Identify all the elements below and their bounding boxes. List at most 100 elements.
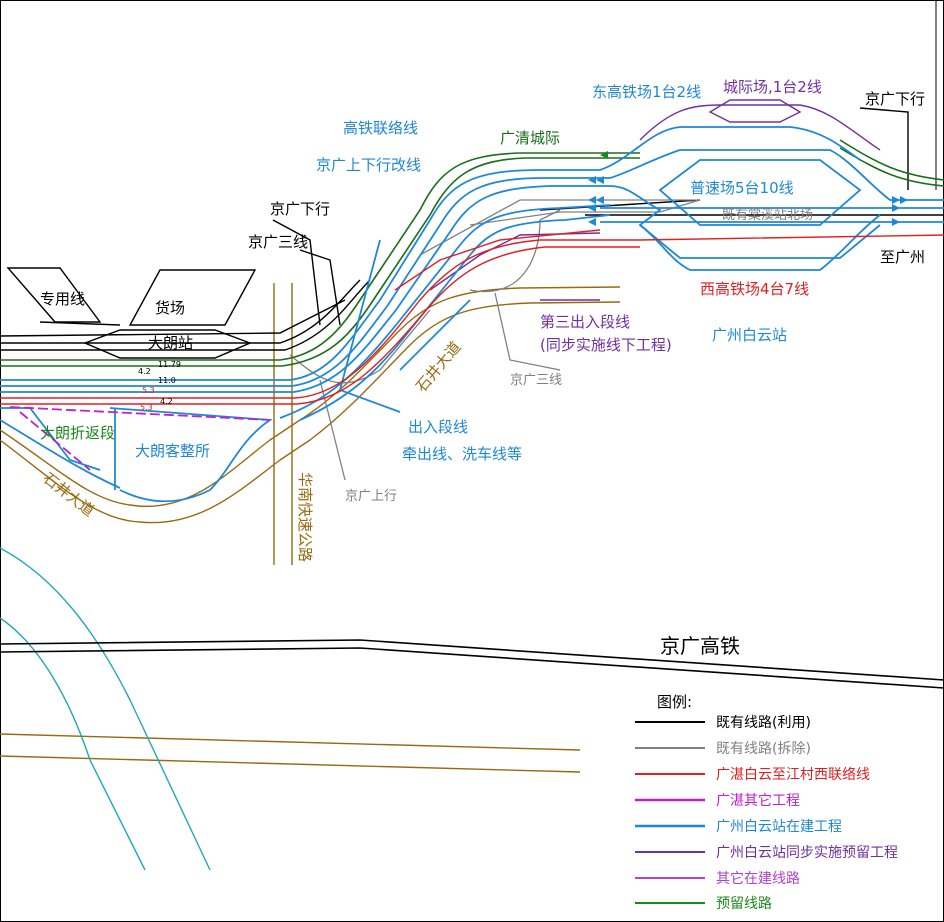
existing-line-1 xyxy=(0,279,361,344)
num-11-79: 11.79 xyxy=(158,360,181,369)
label-chengji: 城际场,1台2线 xyxy=(723,78,822,96)
num-4-2b: 4.2 xyxy=(160,397,173,406)
label-disan-churu: 第三出入段线 xyxy=(540,313,630,331)
arrow-marker xyxy=(588,218,596,226)
cyan-line-2 xyxy=(0,617,146,871)
num-5-3b: 5.3 xyxy=(140,403,153,412)
freight-link xyxy=(39,321,121,326)
label-dalang-zhefan: 大朗折返段 xyxy=(40,424,115,442)
existing-line-2 xyxy=(0,279,371,351)
removed-line-3 xyxy=(289,309,431,384)
label-jinggao-tie: 京广高铁 xyxy=(660,634,740,658)
huochang-polygon xyxy=(128,269,257,326)
label-donggaotie: 东高铁场1台2线 xyxy=(592,83,701,101)
label-jingguang-gaixian: 京广上下行改线 xyxy=(316,156,421,174)
label-churu-duan: 出入段线 xyxy=(408,418,468,436)
existing-line-3 xyxy=(0,299,346,337)
leader-xiaxing-w xyxy=(272,219,321,326)
label-huanan: 华南快速公路 xyxy=(296,472,314,562)
jinggaotie-line-1 xyxy=(0,639,944,681)
zhuanyong-polygon xyxy=(6,267,102,323)
magenta-dash-2 xyxy=(19,411,91,471)
lower-road-1 xyxy=(0,733,581,751)
blue-pusu-upper xyxy=(609,149,944,201)
label-shijing-ne: 石井大道 xyxy=(412,338,464,396)
arrow-marker xyxy=(892,196,900,204)
leader-xiaxing-ne xyxy=(859,107,909,190)
blue-pusu-field xyxy=(658,159,862,226)
label-zhi-guangzhou: 至广州 xyxy=(880,248,925,266)
legend-item-magenta: 广湛其它工程 xyxy=(716,792,800,809)
removed-line-1 xyxy=(419,199,700,256)
label-huochang: 货场 xyxy=(155,299,185,317)
legend-swatches xyxy=(635,721,705,904)
magenta-dash-1 xyxy=(9,406,271,421)
label-guangqing: 广清城际 xyxy=(500,129,560,147)
red-line-3 xyxy=(394,229,601,291)
label-qianchu: 牵出线、洗车线等 xyxy=(402,445,522,463)
green-ne-1 xyxy=(839,139,944,181)
arrow-marker xyxy=(588,196,596,204)
label-tangxi-north: 既有棠溪站北场 xyxy=(722,208,813,223)
existing-lines xyxy=(0,107,944,351)
num-11-0: 11.0 xyxy=(158,376,176,385)
blue-line-1 xyxy=(0,126,861,381)
blue-xigaotie xyxy=(639,224,881,259)
legend-item-purple: 广州白云站同步实施预留工程 xyxy=(716,845,898,861)
leader-sanxian-2 xyxy=(494,292,561,371)
blue-short xyxy=(399,299,471,371)
removed-line-4 xyxy=(469,209,561,293)
removed-line-2 xyxy=(469,199,701,226)
num-4-2: 4.2 xyxy=(138,367,151,376)
blue-pusu-lower xyxy=(609,185,881,271)
arrow-marker xyxy=(600,151,608,159)
blue-line-5 xyxy=(299,214,611,421)
label-jingguang-sanxian-2: 京广三线 xyxy=(510,373,562,388)
label-zhuanyongxian: 专用线 xyxy=(40,290,85,308)
arrow-marker xyxy=(596,196,604,204)
cyan-line-1 xyxy=(0,547,211,871)
reserved-lines xyxy=(0,139,944,367)
num-5-3: 5.3 xyxy=(142,386,155,395)
legend-item-blue: 广州白云站在建工程 xyxy=(716,819,842,835)
green-guangqing-1 xyxy=(0,152,640,361)
blue-line-2 xyxy=(0,177,610,387)
arrow-marker xyxy=(588,176,596,184)
leader-sanxian xyxy=(299,249,341,326)
label-jingguang-shangxing: 京广上行 xyxy=(345,489,397,504)
arrow-marker xyxy=(892,218,900,226)
label-baiyun-station: 广州白云站 xyxy=(712,326,787,344)
shijing-road-edge-2 xyxy=(0,301,621,524)
red-lines xyxy=(0,229,944,405)
blue-kezheng-outline xyxy=(109,407,273,503)
blue-lower-1 xyxy=(0,419,121,489)
legend-title: 图例: xyxy=(657,693,692,711)
label-tongbu: (同步实施线下工程) xyxy=(540,336,672,354)
red-line-2 xyxy=(0,246,640,405)
arrow-marker xyxy=(596,176,604,184)
legend-item-green: 预留线路 xyxy=(716,896,772,912)
label-shijing-sw: 石井大道 xyxy=(40,469,98,520)
lower-road-2 xyxy=(0,755,581,773)
arrow-marker xyxy=(892,204,900,212)
green-guangqing-2 xyxy=(0,157,640,367)
arrow-marker xyxy=(588,204,596,212)
label-jingguang-xiaxing-w: 京广下行 xyxy=(270,200,330,218)
blue-line-4 xyxy=(279,204,611,419)
label-dalang-kezheng: 大朗客整所 xyxy=(135,442,210,460)
label-jingguang-xiaxing-ne: 京广下行 xyxy=(865,90,925,108)
cyan-lines xyxy=(0,547,211,871)
label-pusu: 普速场5台10线 xyxy=(690,179,794,197)
label-xigaotie: 西高铁场4台7线 xyxy=(700,280,809,298)
jinggaotie-lines xyxy=(0,639,944,689)
arrow-marker xyxy=(900,196,908,204)
arrow-markers xyxy=(588,151,908,226)
blue-churu-leader xyxy=(338,239,401,413)
legend-item-red: 广湛白云至江村西联络线 xyxy=(716,767,870,783)
purple-chengji-platform xyxy=(708,99,802,123)
purple-chengji-outer xyxy=(639,104,881,151)
legend-item-other: 其它在建线路 xyxy=(716,870,800,887)
legend-item-removed: 既有线路(拆除) xyxy=(716,741,811,757)
